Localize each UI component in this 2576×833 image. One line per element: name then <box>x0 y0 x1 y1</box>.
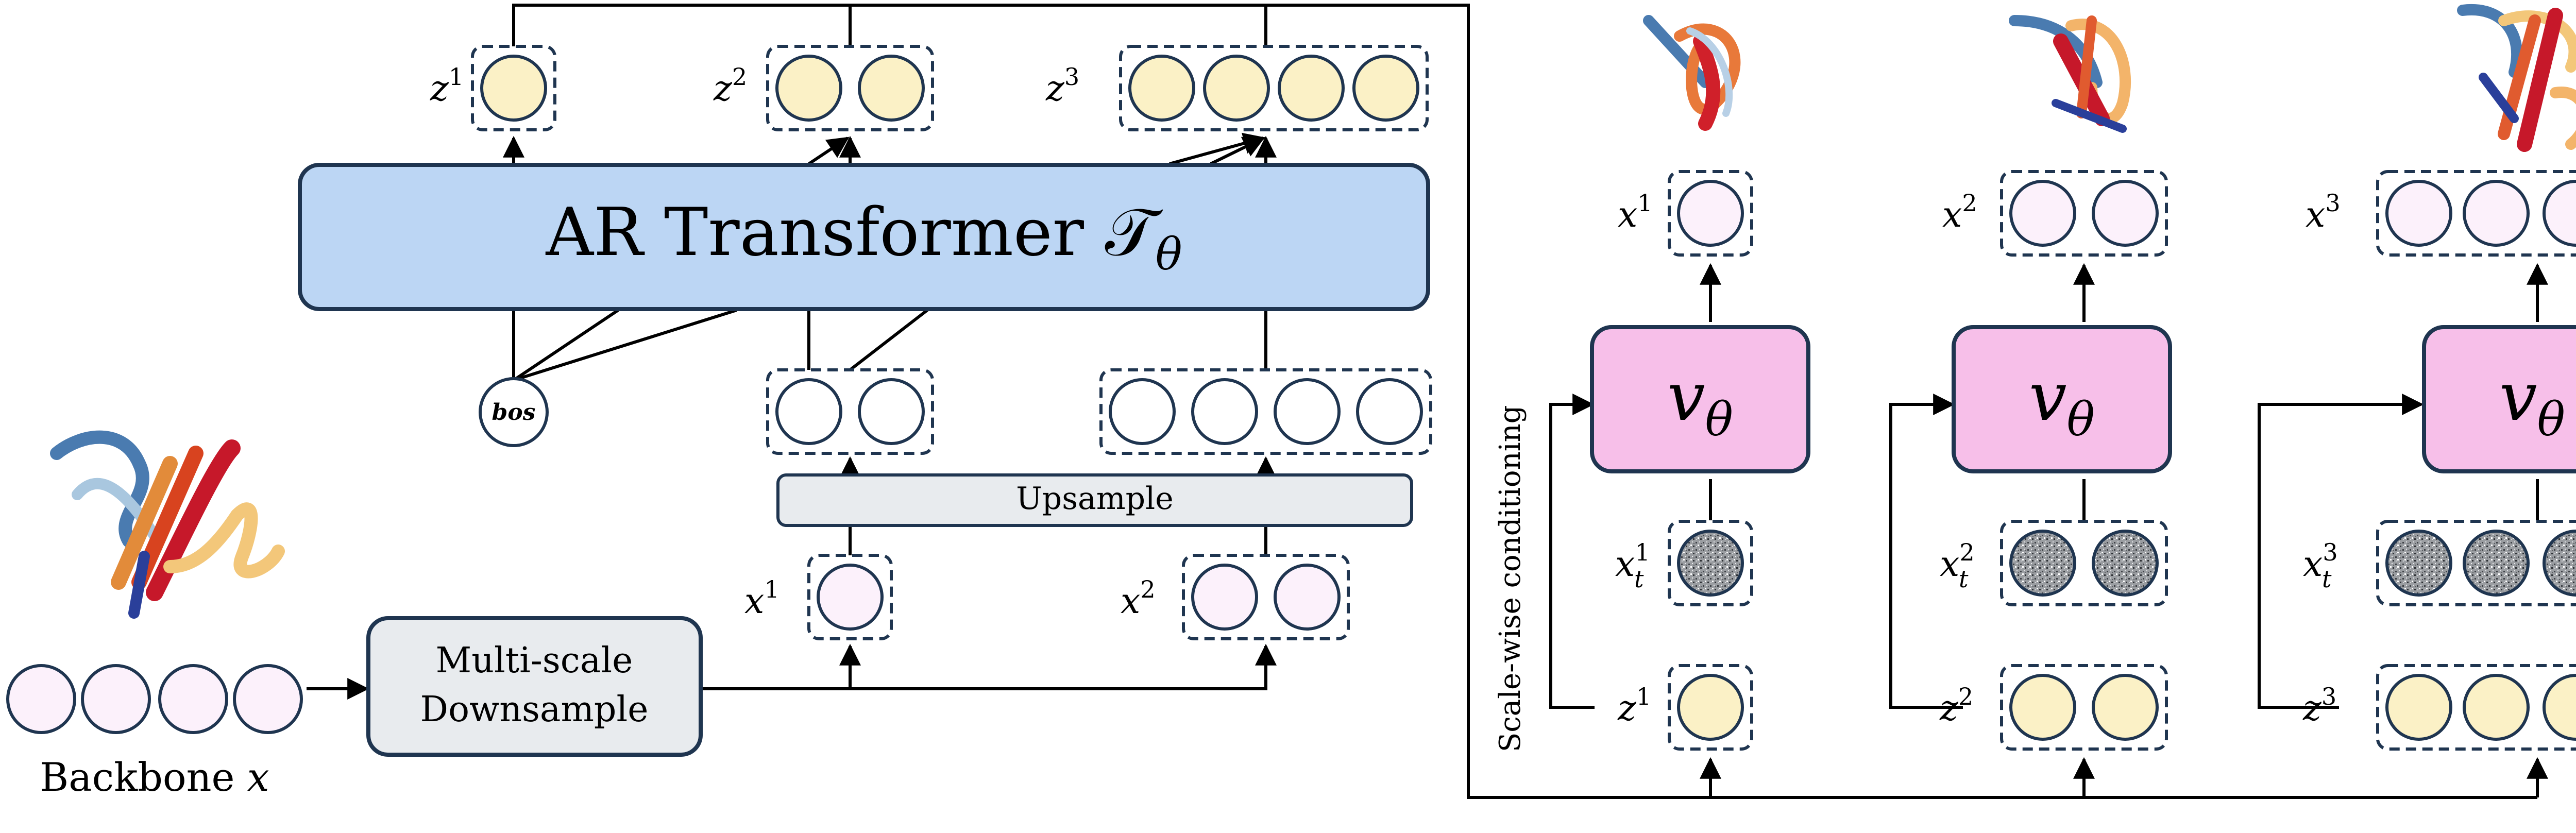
xt1-sub-label: t <box>1634 565 1644 593</box>
bos-token <box>479 377 549 447</box>
x1-label: x1 <box>744 575 779 622</box>
upsampled-x1-group <box>766 368 934 455</box>
x1-output-label: x1 <box>1618 189 1653 235</box>
right-connectors <box>1549 263 2548 797</box>
v-theta-label-2: vθ <box>2029 358 2095 447</box>
velocity-network-block <box>1590 325 1810 473</box>
z1-condition-label: z1 <box>1617 683 1651 729</box>
xt3-sub-label: t <box>2322 565 2332 593</box>
z1-latent-group <box>471 45 556 131</box>
downsample-label-line2: Downsample <box>420 689 649 730</box>
xt1-label: x1 <box>1615 538 1650 585</box>
x2-backbone-group <box>1182 554 1350 640</box>
scale-3-column <box>2376 4 2576 751</box>
left-connectors <box>307 4 2537 799</box>
upsample-label: Upsample <box>1016 481 1174 517</box>
x2-output-label: x2 <box>1942 189 1977 235</box>
protein-structure-icon <box>50 430 285 619</box>
z2-latent-group <box>766 45 934 131</box>
latent-token <box>480 55 547 122</box>
upsample-block <box>776 473 1413 527</box>
noise-token <box>1677 530 1744 597</box>
bos-label: bos <box>492 399 536 426</box>
protein-structure-icon <box>2009 15 2131 133</box>
v-theta-label-3: vθ <box>2499 358 2565 447</box>
x2-label: x2 <box>1121 575 1156 622</box>
z1-label: z1 <box>430 63 464 109</box>
xt3-label: x3 <box>2303 538 2338 585</box>
x1-backbone-group <box>807 554 893 640</box>
backbone-label: Backbone x <box>40 754 269 800</box>
velocity-network-block <box>1952 325 2172 473</box>
z3-latent-group <box>1119 45 1429 131</box>
downsample-label-line1: Multi-scale <box>436 640 633 681</box>
z3-label: z3 <box>1045 63 1079 109</box>
v-theta-label-1: vθ <box>1667 358 1733 447</box>
scale-2-column <box>1952 15 2172 751</box>
ar-transformer-block <box>298 163 1430 311</box>
upsampled-x2-group <box>1099 368 1432 455</box>
downsample-block <box>366 616 703 757</box>
z3-condition-label: z3 <box>2302 683 2336 729</box>
velocity-network-block <box>2422 325 2576 473</box>
scale-wise-conditioning-label: Scale-wise conditioning <box>1494 405 1527 752</box>
ar-transformer-label: AR Transformer 𝒯θ <box>546 194 1182 280</box>
protein-structure-icon <box>1643 15 1741 131</box>
x3-output-label: x3 <box>2306 189 2341 235</box>
z2-condition-label: z2 <box>1939 683 1973 729</box>
xt2-label: x2 <box>1940 538 1975 585</box>
protein-structure-icon <box>2457 4 2576 152</box>
frame-line <box>512 4 2537 799</box>
z2-label: z2 <box>713 63 747 109</box>
xt2-sub-label: t <box>1959 565 1969 593</box>
backbone-tokens <box>6 664 303 734</box>
scale-1-column <box>1590 15 1810 751</box>
